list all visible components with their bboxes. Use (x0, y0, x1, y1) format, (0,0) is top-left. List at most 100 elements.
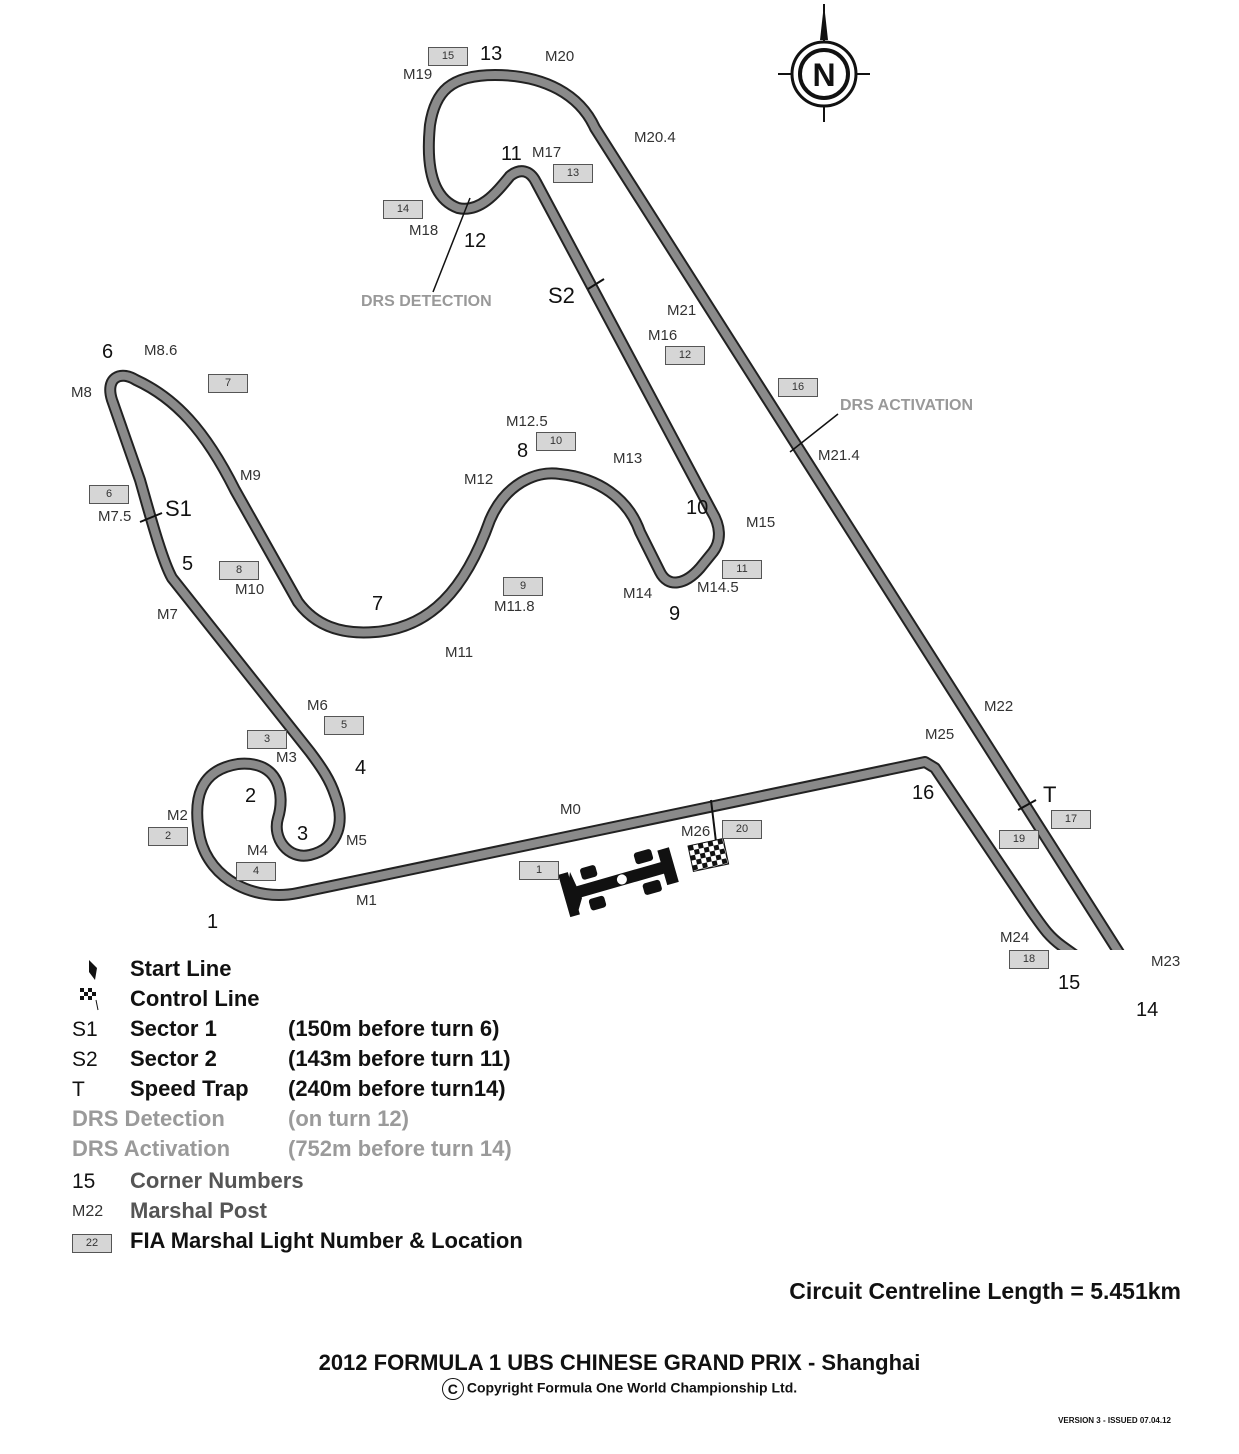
corner-number-14: 14 (1136, 999, 1159, 1021)
marshal-post-m14: M14 (623, 585, 653, 602)
corner-number-10: 10 (686, 497, 709, 519)
marshal-post-m17: M17 (532, 144, 562, 161)
corner-number-3: 3 (297, 823, 309, 845)
marshal-light-9: 9 (503, 577, 543, 596)
marshal-post-m21-4: M21.4 (818, 447, 860, 464)
marshal-post-m20-4: M20.4 (634, 129, 676, 146)
control-flag-icon (80, 988, 99, 1011)
legend-control-name: Control Line (130, 986, 260, 1011)
circuit-map: N (104, 4, 1125, 950)
marshal-post-m22: M22 (984, 698, 1014, 715)
legend-start-line: Start Line (72, 956, 632, 984)
corner-number-8: 8 (517, 440, 529, 462)
marshal-post-m11: M11 (445, 644, 474, 661)
legend-s1-name: Sector 1 (130, 1016, 217, 1041)
marshal-post-m7-5: M7.5 (98, 508, 132, 525)
speed-trap-label: T (1043, 782, 1057, 807)
legend-sector-1: S1 Sector 1 (150m before turn 6) (72, 1016, 632, 1044)
drs-activation-label: DRS ACTIVATION (840, 397, 974, 414)
corner-number-7: 7 (372, 593, 384, 615)
legend-light-symbol: 22 (72, 1234, 112, 1253)
marshal-post-m4: M4 (247, 842, 268, 859)
marshal-post-m12: M12 (464, 471, 494, 488)
marshal-post-m16: M16 (648, 327, 678, 344)
marshal-post-m23: M23 (1151, 953, 1181, 970)
marshal-light-1: 1 (519, 861, 559, 880)
marshal-post-m0: M0 (560, 801, 581, 818)
marshal-light-7: 7 (208, 374, 248, 393)
speed-trap-tick (1017, 799, 1037, 811)
marshal-post-m10: M10 (235, 581, 265, 598)
legend-drs-act-desc: (752m before turn 14) (288, 1136, 512, 1161)
marshal-post-m6: M6 (307, 697, 328, 714)
marshal-post-m14-5: M14.5 (697, 579, 739, 596)
marshal-light-14: 14 (383, 200, 423, 219)
s1-tick (139, 512, 163, 523)
corner-number-13: 13 (480, 43, 503, 65)
marshal-post-m8-6: M8.6 (144, 342, 178, 359)
corner-number-5: 5 (182, 553, 194, 575)
legend-drs-det-name: DRS Detection (72, 1106, 225, 1131)
corner-number-11: 11 (501, 143, 522, 165)
legend-marshal-name: Marshal Post (130, 1198, 267, 1223)
drs-detection-line (432, 197, 471, 293)
marshal-light-16: 16 (778, 378, 818, 397)
legend-s2-desc: (143m before turn 11) (288, 1046, 511, 1071)
legend-marshal-light: 22 FIA Marshal Light Number & Location (72, 1228, 632, 1256)
marshal-light-18: 18 (1009, 950, 1049, 969)
legend-drs-det-desc: (on turn 12) (288, 1106, 409, 1131)
copyright-icon: C (441, 1378, 464, 1400)
marshal-light-13: 13 (553, 164, 593, 183)
marshal-post-m7: M7 (157, 606, 178, 623)
marshal-post-m2: M2 (167, 807, 188, 824)
marshal-light-2: 2 (148, 827, 188, 846)
legend-start-name: Start Line (130, 956, 232, 981)
marshal-post-m13: M13 (613, 450, 643, 467)
marshal-post-m12-5: M12.5 (506, 413, 548, 430)
marshal-post-m11-8: M11.8 (494, 598, 535, 615)
control-line-mark (710, 799, 717, 843)
marshal-light-10: 10 (536, 432, 576, 451)
drs-detection-label: DRS DETECTION (361, 293, 492, 310)
legend-t-name: Speed Trap (130, 1076, 249, 1101)
legend-t-symbol: T (72, 1078, 85, 1101)
marshal-post-m18: M18 (409, 222, 439, 239)
legend-s1-desc: (150m before turn 6) (288, 1016, 500, 1041)
legend-control-line: Control Line (72, 986, 632, 1014)
compass-letter: N (812, 57, 835, 93)
marshal-post-m1: M1 (356, 892, 377, 909)
compass-icon (778, 4, 870, 122)
corner-number-2: 2 (245, 785, 257, 807)
marshal-light-4: 4 (236, 862, 276, 881)
marshal-light-19: 19 (999, 830, 1039, 849)
sector-1-label: S1 (165, 496, 192, 521)
marshal-light-3: 3 (247, 730, 287, 749)
marshal-light-15: 15 (428, 47, 468, 66)
copyright-text: Copyright Formula One World Championship… (466, 1379, 798, 1396)
marshal-post-m8: M8 (71, 384, 92, 401)
corner-number-9: 9 (669, 603, 681, 625)
legend-marshal-symbol: M22 (72, 1203, 104, 1220)
start-line-icon (89, 960, 97, 980)
corner-number-4: 4 (355, 757, 367, 779)
marshal-light-8: 8 (219, 561, 259, 580)
legend-t-desc: (240m before turn14) (288, 1076, 506, 1101)
legend-marshal-post: M22 Marshal Post (72, 1198, 632, 1226)
corner-number-16: 16 (912, 782, 935, 804)
marshal-light-5: 5 (324, 716, 364, 735)
marshal-post-m24: M24 (1000, 929, 1030, 946)
legend-s2-symbol: S2 (72, 1048, 98, 1071)
marshal-post-m9: M9 (240, 467, 261, 484)
marshal-light-17: 17 (1051, 810, 1091, 829)
marshal-post-m26: M26 (681, 823, 711, 840)
marshal-post-m5: M5 (346, 832, 367, 849)
legend-drs-act-name: DRS Activation (72, 1136, 231, 1161)
corner-number-15: 15 (1058, 972, 1081, 994)
version-label: VERSION 3 - ISSUED 07.04.12 (1058, 1416, 1171, 1425)
corner-number-1: 1 (207, 911, 219, 933)
legend-drs-activation: DRS Activation (752m before turn 14) (72, 1136, 632, 1164)
sector-2-label: S2 (548, 283, 575, 308)
marshal-post-m21: M21 (667, 302, 697, 319)
legend-s2-name: Sector 2 (130, 1046, 217, 1071)
